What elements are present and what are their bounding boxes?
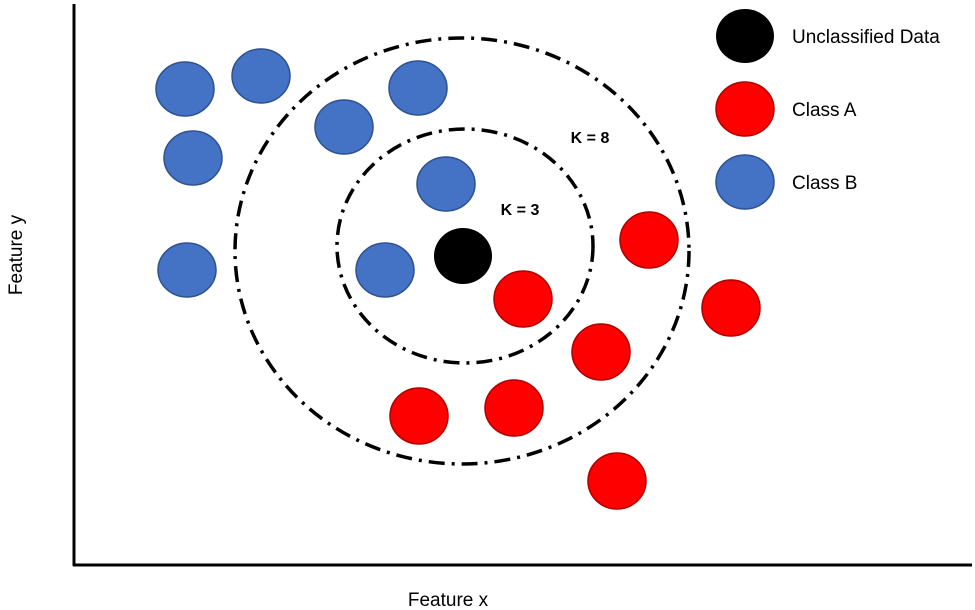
class-b-points	[155, 48, 476, 298]
k8-label: K = 8	[571, 130, 610, 147]
class-a-point	[619, 211, 679, 269]
class-a-point	[389, 387, 449, 445]
k3-label: K = 3	[501, 202, 540, 219]
class-b-point	[155, 61, 215, 117]
legend: Unclassified Data Class A Class B	[715, 9, 940, 210]
class-a-point	[484, 379, 544, 437]
class-b-point	[157, 242, 217, 298]
class-b-point	[231, 48, 291, 104]
class-a-points	[389, 211, 761, 510]
class-b-point	[355, 242, 415, 298]
legend-class-a-marker	[715, 81, 775, 137]
class-a-point	[493, 270, 553, 328]
k8-neighborhood-circle	[233, 36, 691, 466]
class-b-point	[163, 130, 223, 186]
legend-unclassified-label: Unclassified Data	[792, 27, 940, 48]
unclassified-point	[434, 228, 492, 284]
y-axis-label: Feature y	[6, 214, 27, 295]
class-b-point	[416, 156, 476, 212]
class-b-point	[314, 99, 374, 155]
class-a-point	[571, 323, 631, 381]
legend-unclassified-marker	[716, 9, 774, 63]
class-a-point	[587, 452, 647, 510]
k3-neighborhood-circle	[335, 127, 595, 365]
x-axis-label: Feature x	[408, 590, 489, 610]
legend-class-a-label: Class A	[792, 100, 857, 121]
class-a-point	[701, 279, 761, 337]
legend-class-b-marker	[715, 154, 775, 210]
legend-class-b-label: Class B	[792, 173, 857, 194]
class-b-point	[388, 60, 448, 116]
